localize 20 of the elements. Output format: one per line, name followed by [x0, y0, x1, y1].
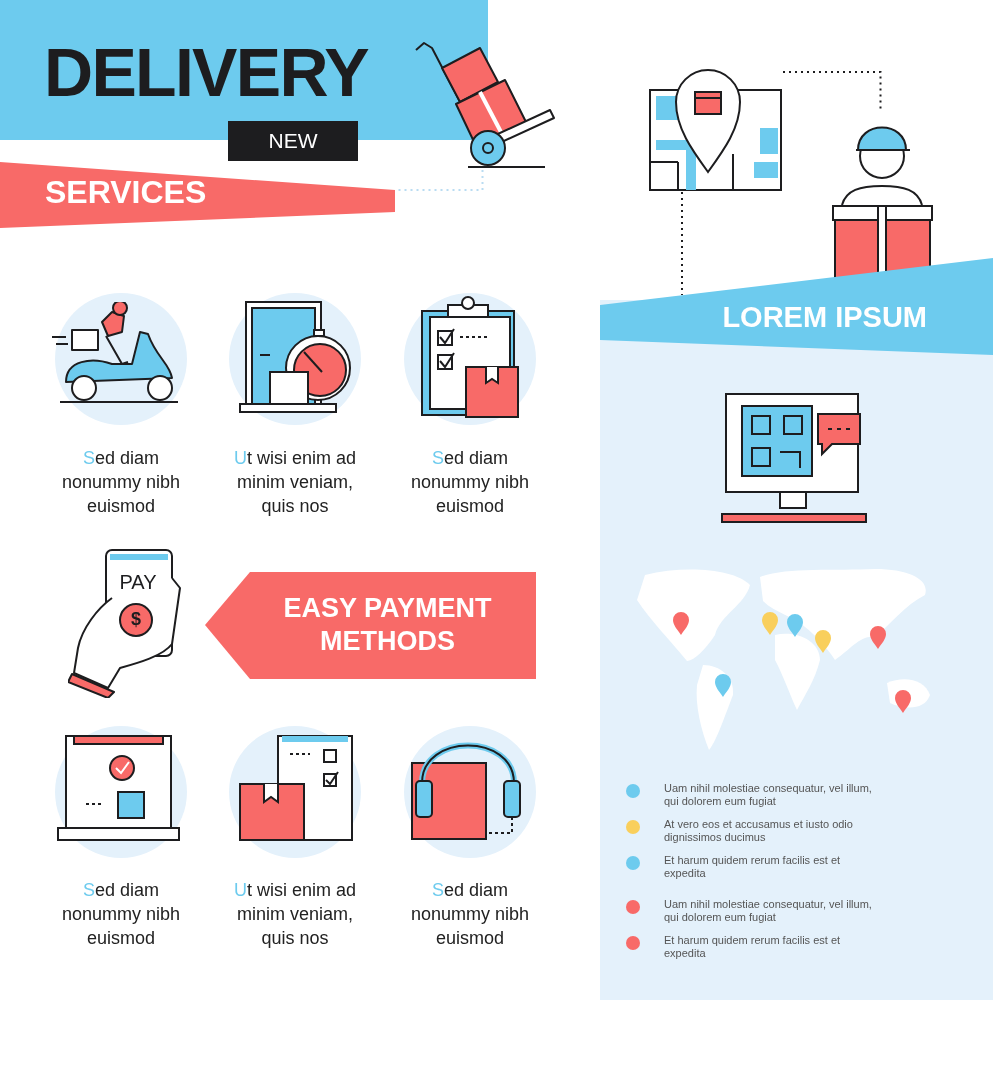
caption: Sed diam nonummy nibh euismod [409, 447, 531, 518]
dotted-connector [782, 71, 882, 111]
legend-text: Et harum quidem rerum facilis est et expedita [664, 854, 842, 880]
caption: Ut wisi enim ad minim veniam, quis nos [232, 879, 357, 950]
dotted-connector [681, 191, 683, 296]
caption: Sed diam nonummy nibh euismod [60, 879, 182, 950]
banner-heading: SERVICES [45, 176, 207, 208]
banner-heading: EASY PAYMENT METHODS [282, 592, 493, 658]
caption: Sed diam nonummy nibh euismod [409, 879, 531, 950]
legend-text: Uam nihil molestiae consequatur, vel illum, qui dolorem eum fugiat [664, 782, 873, 808]
currency-symbol: $ [130, 610, 142, 628]
legend-text: Uam nihil molestiae consequatur, vel illum, qui dolorem eum fugiat [664, 898, 873, 924]
legend-text: Et harum quidem rerum facilis est et expedita [664, 934, 842, 960]
caption: Sed diam nonummy nibh euismod [60, 447, 182, 518]
caption: Ut wisi enim ad minim veniam, quis nos [232, 447, 357, 518]
phone-screen-text: PAY [118, 572, 158, 592]
title: DELIVERY [44, 38, 368, 106]
tag: NEW [228, 121, 358, 161]
legend-text: At vero eos et accusamus et iusto odio dignissimos ducimus [664, 818, 854, 844]
banner-heading: LOREM IPSUM [722, 303, 927, 332]
